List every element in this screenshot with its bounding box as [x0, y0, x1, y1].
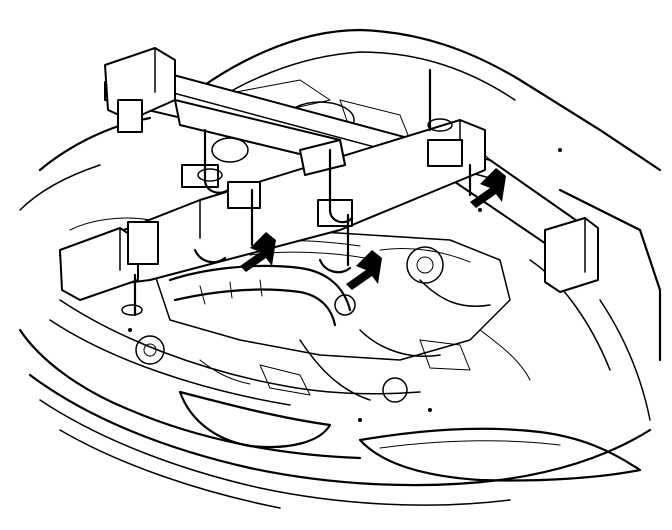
arrow-center-mount — [346, 250, 382, 290]
arrow-left-front-mount — [240, 232, 276, 272]
arrow-right-rear-mount — [470, 168, 506, 208]
engine-support-fixture — [59, 47, 599, 317]
callout-arrows — [240, 168, 506, 290]
engine-compartment — [59, 79, 562, 422]
vehicle-body-outline — [18, 28, 662, 509]
